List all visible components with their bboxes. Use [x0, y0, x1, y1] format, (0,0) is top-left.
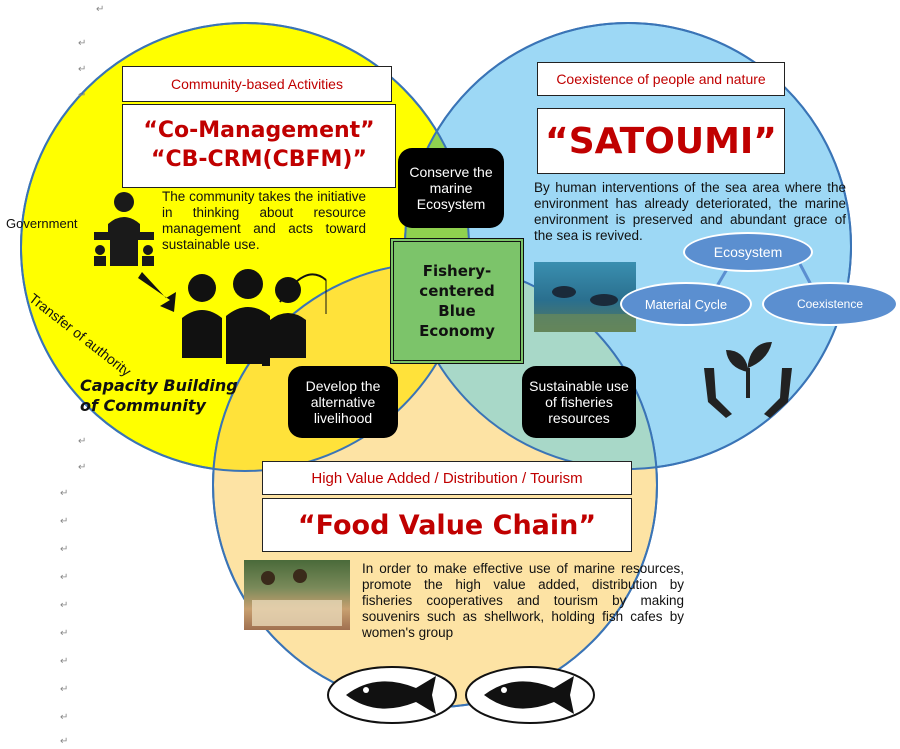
paragraph-mark: ↵ — [60, 488, 69, 499]
satoumi-description: By human interventions of the sea area w… — [534, 180, 846, 243]
fish-plates-icon — [327, 666, 595, 724]
community-title-line2: “CB-CRM(CBFM)” — [151, 147, 367, 172]
paragraph-mark: ↵ — [60, 736, 69, 747]
paragraph-mark: ↵ — [60, 656, 69, 667]
satoumi-title-box: “SATOUMI” — [537, 108, 785, 174]
government-label: Government — [6, 216, 78, 231]
center-line4: Economy — [419, 322, 495, 341]
paragraph-mark: ↵ — [78, 64, 87, 75]
coexistence-label: Coexistence — [796, 297, 864, 311]
food-header-text: High Value Added / Distribution / Touris… — [311, 469, 583, 487]
paragraph-mark: ↵ — [78, 38, 87, 49]
paragraph-mark: ↵ — [78, 462, 87, 473]
blue-economy-center-box: Fishery- centered Blue Economy — [390, 238, 524, 364]
conserve-marine-ecosystem-box: Conserve the marine Ecosystem — [398, 148, 504, 228]
community-title-line1: “Co-Management” — [143, 118, 375, 144]
satoumi-title: “SATOUMI” — [545, 120, 777, 162]
community-header: Community-based Activities — [122, 66, 392, 102]
coexistence-oval: Coexistence — [762, 282, 898, 326]
satoumi-header: Coexistence of people and nature — [537, 62, 785, 96]
paragraph-mark: ↵ — [60, 712, 69, 723]
food-title: “Food Value Chain” — [297, 509, 597, 541]
paragraph-mark: ↵ — [96, 4, 105, 15]
hands-sprout-icon — [704, 342, 792, 418]
paragraph-mark: ↵ — [60, 628, 69, 639]
market-photo — [244, 560, 350, 630]
capacity-line2: of Community — [80, 396, 206, 415]
center-line1: Fishery- — [422, 261, 492, 280]
center-line2: centered — [419, 281, 495, 300]
sustainable-text: Sustainable use of fisheries resources — [529, 377, 629, 427]
community-title-box: “Co-Management” “CB-CRM(CBFM)” — [122, 104, 396, 188]
satoumi-header-text: Coexistence of people and nature — [556, 71, 766, 87]
community-description: The community takes the initiative in th… — [162, 189, 366, 252]
capacity-line1: Capacity Building — [80, 376, 238, 395]
community-people-icon — [138, 269, 327, 366]
paragraph-mark: ↵ — [60, 544, 69, 555]
community-header-text: Community-based Activities — [171, 76, 343, 92]
ecosystem-label: Ecosystem — [713, 244, 783, 260]
diver-photo — [534, 262, 636, 332]
paragraph-mark: ↵ — [60, 684, 69, 695]
capacity-building-label: Capacity Building of Community — [80, 376, 238, 416]
material-cycle-label: Material Cycle — [644, 296, 728, 312]
government-lectern-icon — [94, 192, 154, 266]
ecosystem-oval: Ecosystem — [683, 232, 813, 272]
food-header: High Value Added / Distribution / Touris… — [262, 461, 632, 495]
paragraph-mark: ↵ — [60, 600, 69, 611]
paragraph-mark: ↵ — [78, 436, 87, 447]
paragraph-mark: ↵ — [78, 90, 87, 101]
paragraph-mark: ↵ — [60, 516, 69, 527]
develop-text: Develop the alternative livelihood — [305, 377, 381, 427]
material-cycle-oval: Material Cycle — [620, 282, 752, 326]
develop-livelihood-box: Develop the alternative livelihood — [288, 366, 398, 438]
food-title-box: “Food Value Chain” — [262, 498, 632, 552]
conserve-text: Conserve the marine Ecosystem — [409, 163, 493, 213]
sustainable-use-box: Sustainable use of fisheries resources — [522, 366, 636, 438]
food-description: In order to make effective use of marine… — [362, 561, 684, 640]
paragraph-mark: ↵ — [60, 572, 69, 583]
center-line3: Blue — [438, 302, 476, 320]
